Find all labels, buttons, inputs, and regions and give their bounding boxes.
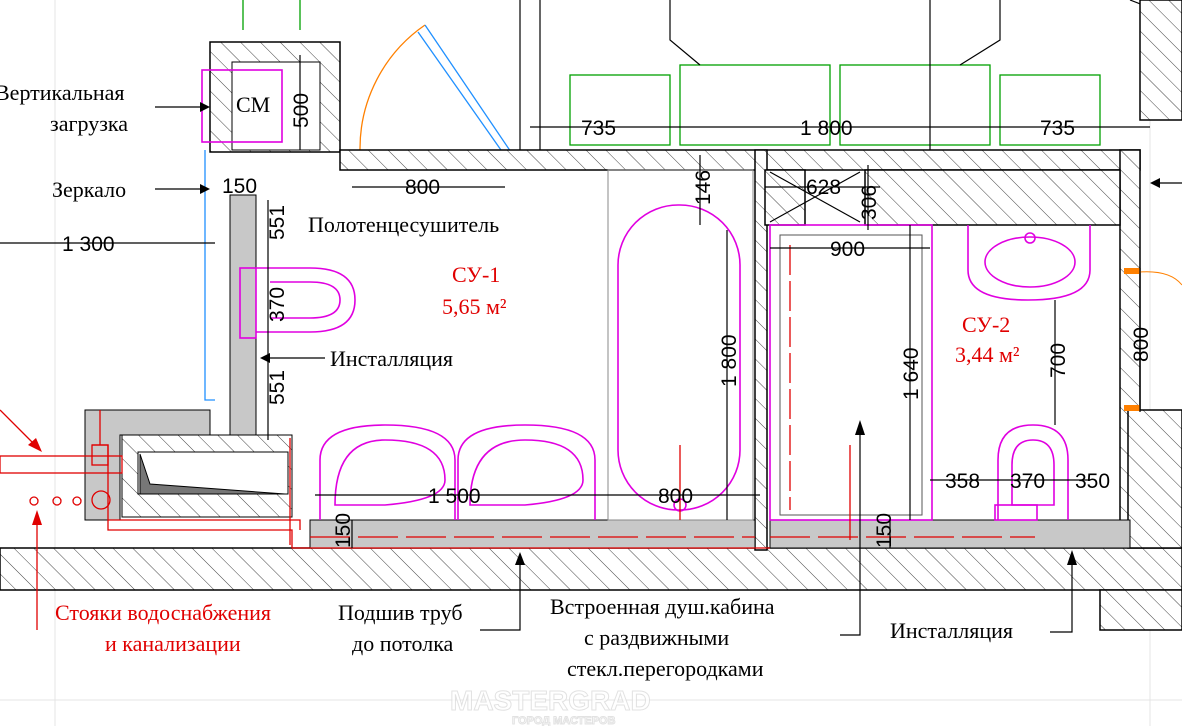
toilet-su2 xyxy=(994,424,1069,521)
dim-150-wall: 150 xyxy=(222,175,257,198)
dim-735-right: 735 xyxy=(1040,117,1075,140)
towel-dryer-label: Полотенцесушитель xyxy=(308,212,499,237)
dim-900: 900 xyxy=(830,238,865,261)
dim-370-wc2: 370 xyxy=(1010,470,1045,493)
dim-1640: 1 640 xyxy=(900,347,923,400)
dim-350: 350 xyxy=(1075,470,1110,493)
dim-500: 500 xyxy=(290,93,313,128)
risers-label-1: Стояки водоснабжения xyxy=(55,600,271,625)
watermark-logo: MASTERGRAD ГОРОД МАСТЕРОВ xyxy=(450,685,652,726)
double-sink xyxy=(319,424,596,520)
dim-150-bottom-left: 150 xyxy=(332,513,355,548)
watermark-sub: ГОРОД МАСТЕРОВ xyxy=(512,715,615,726)
shower-label-3: стекл.перегородками xyxy=(567,656,764,681)
risers-label-2: и канализации xyxy=(105,631,241,656)
pipe-cover-label-1: Подшив труб xyxy=(338,600,463,625)
watermark-main: MASTERGRAD xyxy=(450,685,651,716)
dim-1800-bath: 1 800 xyxy=(718,334,741,387)
dim-735-left: 735 xyxy=(581,117,616,140)
mirror-label: Зеркало xyxy=(52,177,126,202)
dim-358: 358 xyxy=(945,470,980,493)
room-su2-area: 3,44 м² xyxy=(955,342,1020,367)
upper-furniture xyxy=(242,0,1182,160)
room-su2-name: СУ-2 xyxy=(962,312,1010,337)
dim-1300: 1 300 xyxy=(62,233,115,256)
pipes xyxy=(0,268,1182,630)
dim-150-bottom-right: 150 xyxy=(873,513,896,548)
installation-boxes xyxy=(84,194,1131,549)
dim-146: 146 xyxy=(692,170,715,205)
dim-1800-top: 1 800 xyxy=(800,117,853,140)
vertical-load-label-2: загрузка xyxy=(50,111,128,136)
toilet-su1 xyxy=(239,267,356,339)
pipe-cover-label-2: до потолка xyxy=(352,631,454,656)
shower-label-2: с раздвижными xyxy=(584,625,729,650)
sink-su2 xyxy=(967,225,1091,301)
room-su1-area: 5,65 м² xyxy=(442,294,507,319)
shower-label-1: Встроенная душ.кабина xyxy=(550,594,775,619)
walls xyxy=(0,0,1182,631)
dim-700: 700 xyxy=(1047,343,1070,378)
installation-label-2: Инсталляция xyxy=(890,618,1013,643)
mirror-line xyxy=(204,150,215,401)
room-su1-name: СУ-1 xyxy=(452,262,500,287)
dim-628: 628 xyxy=(806,176,841,199)
dim-551-top: 551 xyxy=(266,205,289,240)
shower-cabin xyxy=(769,171,933,540)
dimension-lines xyxy=(0,55,1182,636)
dim-370-wc: 370 xyxy=(266,287,289,322)
washer-label: СМ xyxy=(236,92,270,117)
door xyxy=(359,24,516,161)
vertical-load-label-1: Вертикальная xyxy=(0,80,125,105)
dim-306: 306 xyxy=(858,185,881,220)
dim-800-door: 800 xyxy=(405,176,440,199)
washing-machine: СМ xyxy=(201,41,341,153)
dim-1500: 1 500 xyxy=(428,485,481,508)
dim-800-bath: 800 xyxy=(658,485,693,508)
dim-800-right: 800 xyxy=(1130,327,1153,362)
installation-label-1: Инсталляция xyxy=(330,346,453,371)
dim-551-bottom: 551 xyxy=(266,370,289,405)
